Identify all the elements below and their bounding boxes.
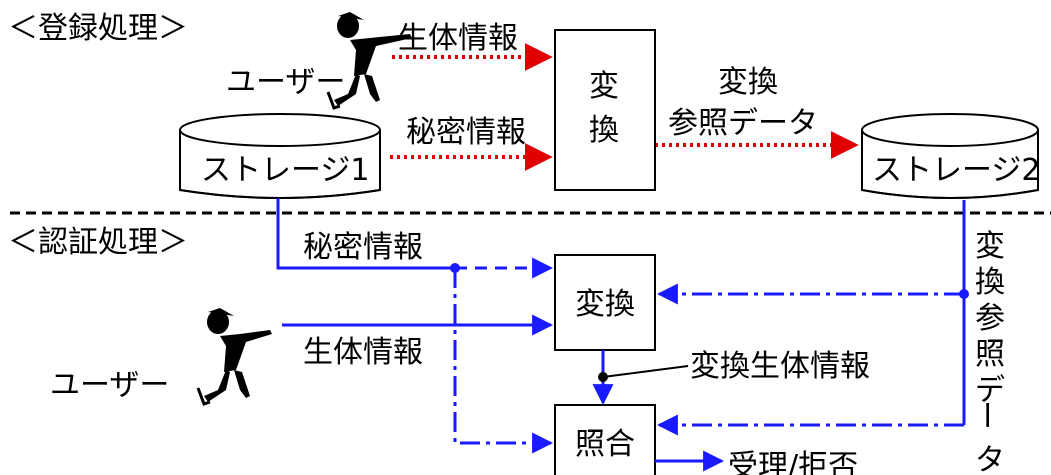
storage2-label: ストレージ2 [872,153,1041,188]
auth-secret-to-match-line [453,268,554,454]
auth-transformed-bio-label: 変換生体情報 [690,349,870,384]
registration-transform-box [554,29,656,191]
authentication-title: ＜認証処理＞ [8,225,188,260]
registration-user-figure-icon [326,12,412,110]
registration-ref-data-label-line-2: 参照データ [668,106,818,141]
auth-ref-data-char-7: タ [975,443,1005,475]
registration-title: ＜登録処理＞ [8,11,188,46]
registration-ref-data-label-line-1: 変換 [718,65,778,100]
registration-user-label: ユーザー [226,65,345,100]
auth-ref-data-char-5: デ [975,373,1005,408]
auth-ref-data-char-6: ー [968,400,1003,430]
auth-ref-data-char-4: 照 [975,337,1005,372]
auth-ref-data-char-1: 変 [975,229,1005,264]
storage1-cylinder [179,113,381,199]
authentication-user-figure-icon [196,308,272,406]
registration-secret-label: 秘密情報 [406,115,526,150]
auth-transform-label: 変換 [575,287,635,322]
auth-secret-line [276,198,455,270]
registration-transform-char-1: 変 [589,69,619,104]
auth-ref-data-char-2: 換 [975,265,1005,300]
auth-match-box [554,404,656,475]
auth-user-label: ユーザー [50,368,169,403]
registration-biometric-label: 生体情報 [398,21,518,56]
auth-biometric-label: 生体情報 [303,335,423,370]
auth-transformed-bio-leader [602,365,689,378]
auth-match-label: 照合 [575,427,635,462]
auth-result-label: 受理/拒否 [728,449,858,475]
registration-transform-char-2: 換 [589,113,619,148]
auth-transform-box [554,254,656,351]
storage1-label: ストレージ1 [201,153,370,188]
auth-secret-label: 秘密情報 [303,230,423,265]
storage2-cylinder [861,113,1039,199]
auth-ref-data-char-3: 参 [975,301,1005,336]
